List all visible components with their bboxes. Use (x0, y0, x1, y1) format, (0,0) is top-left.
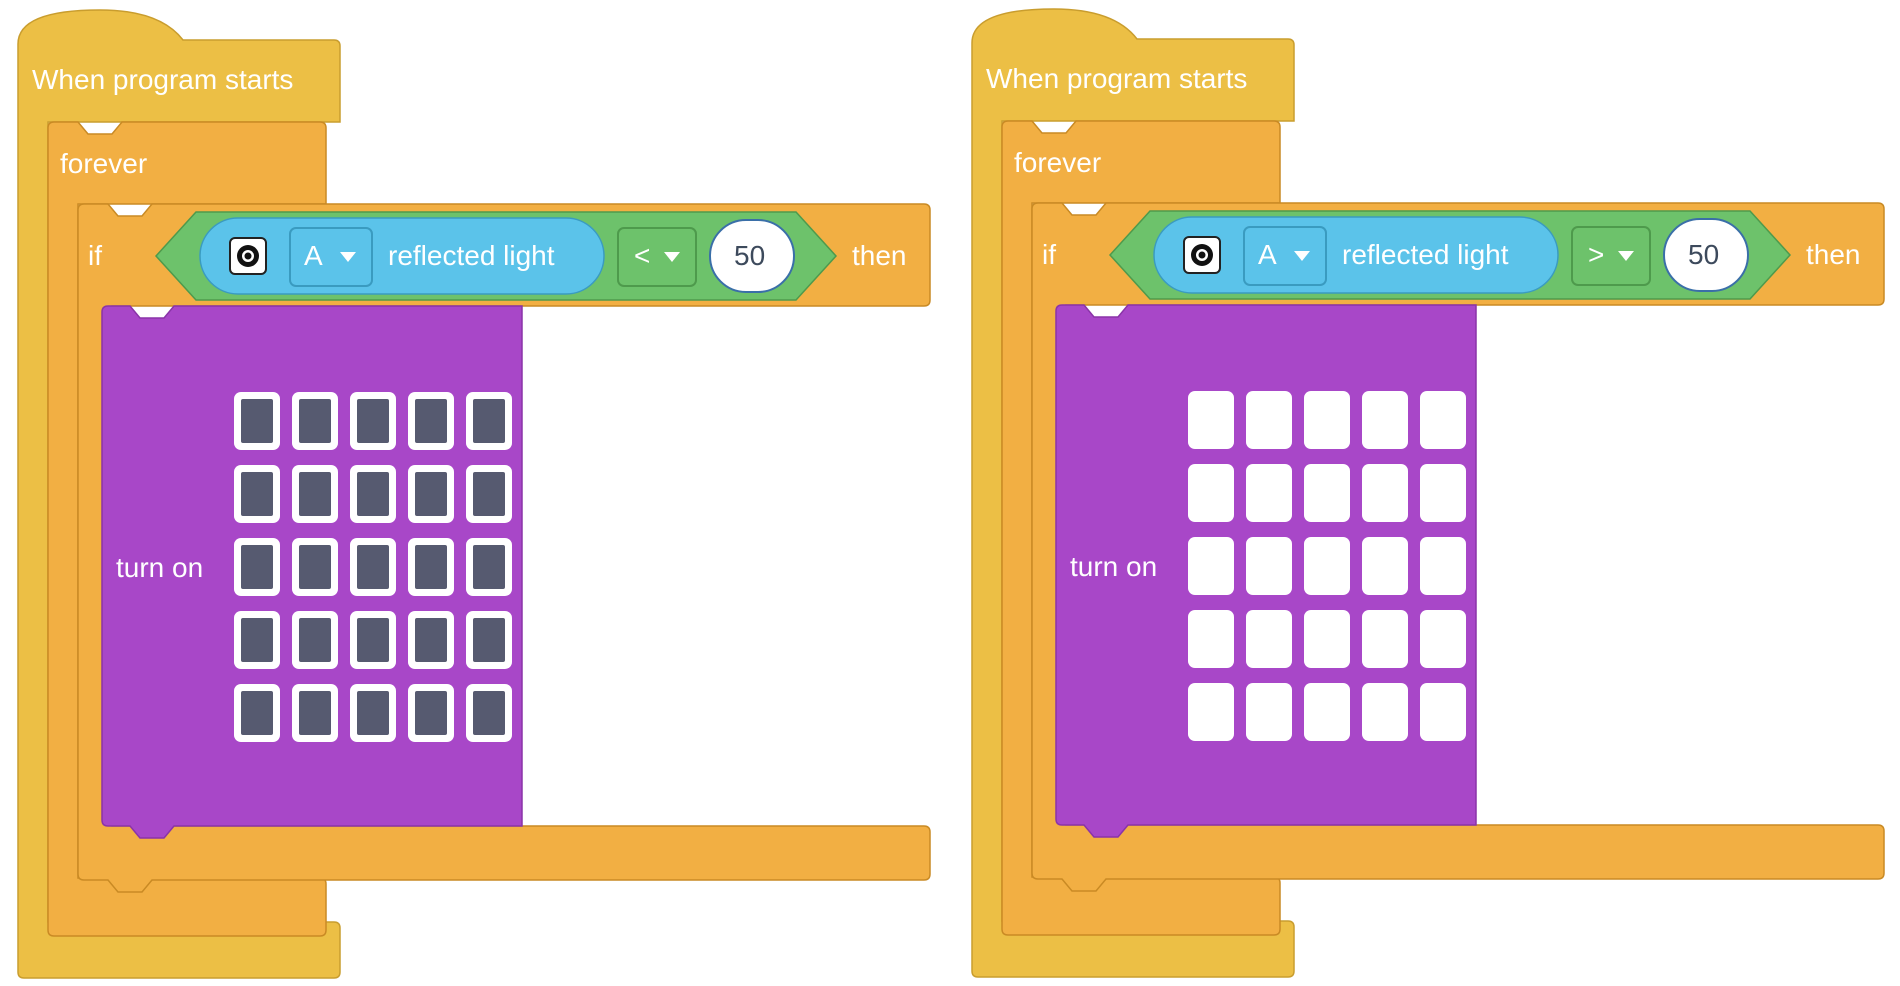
color-sensor-icon (229, 237, 267, 275)
led-cell[interactable] (1188, 391, 1234, 449)
led-off-fill (357, 399, 389, 443)
led-cell[interactable] (1362, 391, 1408, 449)
led-off-fill (473, 691, 505, 735)
led-off-fill (473, 399, 505, 443)
if-label: if (88, 240, 102, 271)
led-off-fill (415, 691, 447, 735)
then-label: then (1806, 239, 1861, 270)
led-off-fill (357, 691, 389, 735)
led-cell[interactable] (1362, 537, 1408, 595)
operator-label: < (634, 240, 651, 271)
forever-label: forever (60, 148, 148, 179)
value-input[interactable] (709, 219, 795, 293)
led-cell[interactable] (1188, 537, 1234, 595)
led-cell[interactable] (1304, 464, 1350, 522)
value-label: 50 (1688, 239, 1720, 270)
port-label: A (1258, 239, 1277, 270)
led-cell[interactable] (1188, 464, 1234, 522)
forever-label: forever (1014, 147, 1102, 178)
port-label: A (304, 240, 323, 271)
port-dropdown[interactable] (1243, 226, 1327, 286)
led-cell[interactable] (1362, 610, 1408, 668)
led-off-fill (357, 618, 389, 662)
led-off-fill (299, 618, 331, 662)
led-cell[interactable] (1362, 683, 1408, 741)
chevron-down-icon (1294, 251, 1310, 261)
color-sensor-icon (1183, 236, 1221, 274)
led-cell[interactable] (1246, 610, 1292, 668)
led-off-fill (241, 399, 273, 443)
reflected-light-label: reflected light (1342, 239, 1509, 270)
operator-label: > (1588, 239, 1605, 270)
operator-dropdown[interactable] (1571, 226, 1651, 286)
value-input[interactable] (1663, 218, 1749, 292)
led-off-fill (415, 545, 447, 589)
led-off-fill (241, 691, 273, 735)
turn-on-label: turn on (116, 552, 204, 583)
led-grid (1188, 391, 1466, 741)
led-cell[interactable] (1246, 391, 1292, 449)
when-program-starts-label: When program starts (986, 63, 1248, 94)
reflected-light-label: reflected light (388, 240, 555, 271)
value-label: 50 (734, 240, 766, 271)
led-off-fill (415, 399, 447, 443)
led-cell[interactable] (1420, 683, 1466, 741)
led-cell[interactable] (1420, 610, 1466, 668)
led-off-fill (241, 618, 273, 662)
chevron-down-icon (664, 252, 680, 262)
when-program-starts-block[interactable] (971, 8, 1295, 978)
led-cell[interactable] (1304, 683, 1350, 741)
led-off-fill (299, 545, 331, 589)
led-off-fill (299, 399, 331, 443)
led-off-fill (357, 545, 389, 589)
led-off-fill (473, 545, 505, 589)
led-off-fill (241, 545, 273, 589)
led-cell[interactable] (1420, 464, 1466, 522)
led-cell[interactable] (1362, 464, 1408, 522)
led-off-fill (473, 618, 505, 662)
led-cell[interactable] (1304, 610, 1350, 668)
led-grid (234, 392, 512, 742)
led-cell[interactable] (1246, 683, 1292, 741)
led-cell[interactable] (1188, 683, 1234, 741)
chevron-down-icon (340, 252, 356, 262)
led-off-fill (357, 472, 389, 516)
led-cell[interactable] (1304, 391, 1350, 449)
led-off-fill (415, 618, 447, 662)
turn-on-label: turn on (1070, 551, 1158, 582)
when-program-starts-label: When program starts (32, 64, 294, 95)
led-off-fill (299, 691, 331, 735)
led-cell[interactable] (1246, 464, 1292, 522)
led-cell[interactable] (1188, 610, 1234, 668)
port-dropdown[interactable] (289, 227, 373, 287)
if-label: if (1042, 239, 1056, 270)
then-label: then (852, 240, 907, 271)
led-off-fill (415, 472, 447, 516)
led-cell[interactable] (1304, 537, 1350, 595)
when-program-starts-block[interactable] (17, 9, 341, 979)
led-off-fill (473, 472, 505, 516)
operator-dropdown[interactable] (617, 227, 697, 287)
led-off-fill (241, 472, 273, 516)
led-cell[interactable] (1420, 391, 1466, 449)
led-off-fill (299, 472, 331, 516)
led-cell[interactable] (1246, 537, 1292, 595)
chevron-down-icon (1618, 251, 1634, 261)
led-cell[interactable] (1420, 537, 1466, 595)
